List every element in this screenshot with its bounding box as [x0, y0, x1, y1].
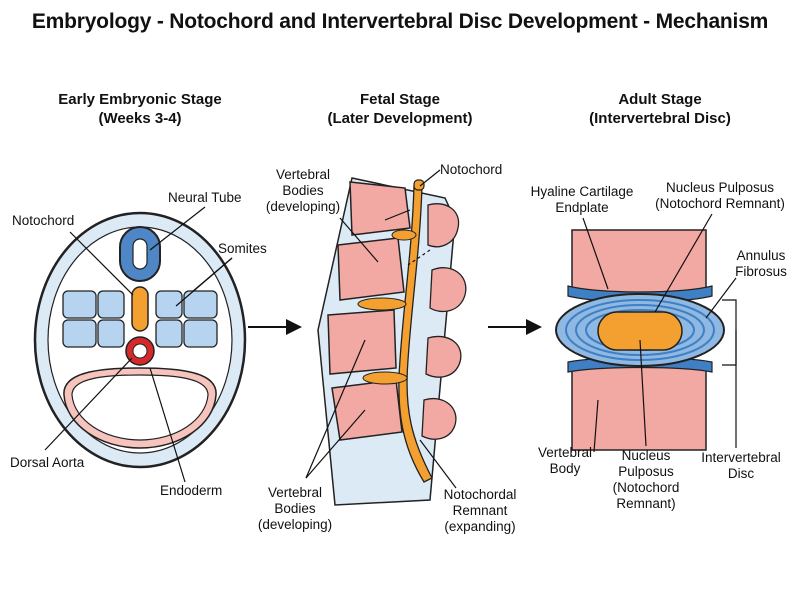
stage-title-fetal-line1: Fetal Stage [359, 91, 441, 108]
label-line: (Notochord [612, 480, 680, 495]
notochord-fetal [398, 185, 433, 483]
neural-tube-lumen [132, 238, 148, 270]
label-line: Vertebral [275, 167, 331, 182]
vertebral-body [327, 309, 397, 375]
label-line: Remnant [452, 503, 508, 518]
page-title: Embryology - Notochord and Intervertebra… [31, 10, 769, 33]
label-somites: Somites [218, 241, 267, 256]
stage-title-early: Early Embryonic Stage (Weeks 3-4) [40, 90, 240, 128]
label-line: Vertebral [267, 485, 323, 500]
somite [62, 319, 97, 348]
stage-title-fetal-line2: (Later Development) [327, 110, 473, 127]
label-line: Body [549, 461, 581, 476]
label-neural-tube: Neural Tube [168, 190, 242, 205]
adult-leader-lines [582, 213, 737, 453]
label-line: (developing) [257, 517, 333, 532]
label-line: Nucleus Pulposus [665, 180, 775, 195]
somite [62, 290, 97, 319]
label-vertebral-body: Vertebral Body [530, 445, 600, 477]
label-notochordal-remnant: Notochordal Remnant (expanding) [430, 487, 530, 535]
stage-title-early-line1: Early Embryonic Stage [58, 91, 222, 108]
somite [183, 319, 218, 348]
vertebral-body [331, 379, 403, 441]
somite [155, 290, 183, 319]
adult-stage-disc [555, 229, 725, 451]
vertebral-body [337, 237, 405, 301]
label-line: (developing) [265, 199, 341, 214]
stage-title-adult-line2: (Intervertebral Disc) [589, 110, 731, 127]
stage-title-early-line2: (Weeks 3-4) [98, 110, 182, 127]
somite [97, 290, 125, 319]
label-line: Pulposus [618, 464, 674, 479]
label-line: Intervertebral [701, 450, 781, 465]
vertebral-process [427, 203, 460, 248]
label-line: Bodies [282, 183, 324, 198]
stage-title-fetal: Fetal Stage (Later Development) [300, 90, 500, 128]
label-notochord-fetal: Notochord [440, 162, 503, 177]
notochordal-remnant [362, 371, 408, 385]
vertebral-body [349, 181, 411, 236]
notochord-early [131, 286, 149, 332]
label-intervertebral-disc: Intervertebral Disc [692, 450, 790, 482]
vertebral-process [421, 398, 457, 440]
somite [155, 319, 183, 348]
notochordal-remnant [357, 297, 407, 311]
label-line: Remnant) [616, 496, 676, 511]
stage-title-adult-line1: Adult Stage [618, 91, 702, 108]
vertebral-body-upper [571, 229, 707, 296]
stage-title-adult: Adult Stage (Intervertebral Disc) [560, 90, 760, 128]
label-line: Bodies [274, 501, 316, 516]
label-nucleus-pulposus-top: Nucleus Pulposus (Notochord Remnant) [650, 180, 790, 212]
label-line: Vertebral [537, 445, 593, 460]
label-vertebral-bodies-bottom: Vertebral Bodies (developing) [250, 485, 340, 533]
label-line: (Notochord Remnant) [655, 196, 785, 211]
vertebral-body-lower [571, 364, 707, 451]
label-notochord-early: Notochord [12, 213, 75, 228]
endoderm-inner [71, 374, 209, 441]
label-line: Disc [727, 466, 755, 481]
vertebral-process [425, 335, 462, 378]
vertebral-process [429, 267, 467, 313]
label-vertebral-bodies-top: Vertebral Bodies (developing) [258, 167, 348, 215]
somite [97, 319, 125, 348]
label-line: Nucleus [621, 448, 671, 463]
fetal-leader-lines [305, 169, 457, 489]
label-dorsal-aorta: Dorsal Aorta [10, 455, 85, 470]
label-line: Annulus [736, 248, 786, 263]
label-line: (expanding) [444, 519, 516, 534]
somite [183, 290, 218, 319]
label-annulus-fibrosus: Annulus Fibrosus [730, 248, 792, 280]
label-nucleus-pulposus-bottom: Nucleus Pulposus (Notochord Remnant) [604, 448, 688, 512]
label-line: Notochordal [443, 487, 517, 502]
label-endoderm: Endoderm [160, 483, 223, 498]
label-line: Hyaline Cartilage [530, 184, 634, 199]
fetal-stage-spine [317, 177, 467, 506]
label-hyaline-cartilage: Hyaline Cartilage Endplate [520, 184, 644, 216]
notochordal-remnant [391, 229, 417, 241]
label-line: Endplate [555, 200, 609, 215]
early-stage-cross-section [33, 211, 247, 469]
label-line: Fibrosus [735, 264, 787, 279]
early-leader-lines [44, 206, 233, 483]
